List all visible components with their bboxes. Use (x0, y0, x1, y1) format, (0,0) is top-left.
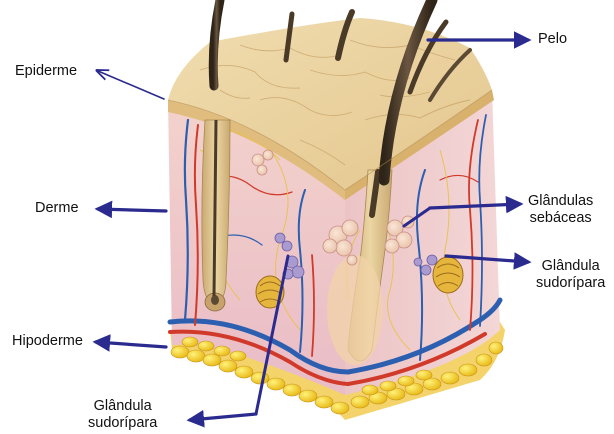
label-glandulas-sebaceas-line1: Glândulas (528, 193, 593, 210)
label-glandula-sudoripara-bottom-line1: Glândula (88, 398, 157, 415)
label-glandulas-sebaceas-line2: sebáceas (528, 210, 593, 227)
hair-follicle-left (202, 120, 230, 311)
label-glandula-sudoripara-right-line2: sudorípara (536, 275, 605, 292)
arrow-derme (98, 209, 166, 211)
label-pelo: Pelo (538, 31, 567, 48)
label-glandula-sudoripara-right-line1: Glândula (536, 258, 605, 275)
label-glandula-sudoripara-bottom: Glândula sudorípara (88, 398, 157, 432)
label-glandula-sudoripara-bottom-line2: sudorípara (88, 415, 157, 432)
label-glandulas-sebaceas: Glândulas sebáceas (528, 193, 593, 227)
label-epiderme: Epiderme (15, 63, 77, 80)
arrow-epiderme (98, 71, 164, 99)
label-hipoderme: Hipoderme (12, 333, 83, 350)
label-derme: Derme (35, 200, 79, 217)
arrow-sudoripara-bottom (190, 414, 256, 420)
label-glandula-sudoripara-right: Glândula sudorípara (536, 258, 605, 292)
arrow-hipoderme (96, 342, 166, 347)
skin-block (168, 0, 505, 420)
